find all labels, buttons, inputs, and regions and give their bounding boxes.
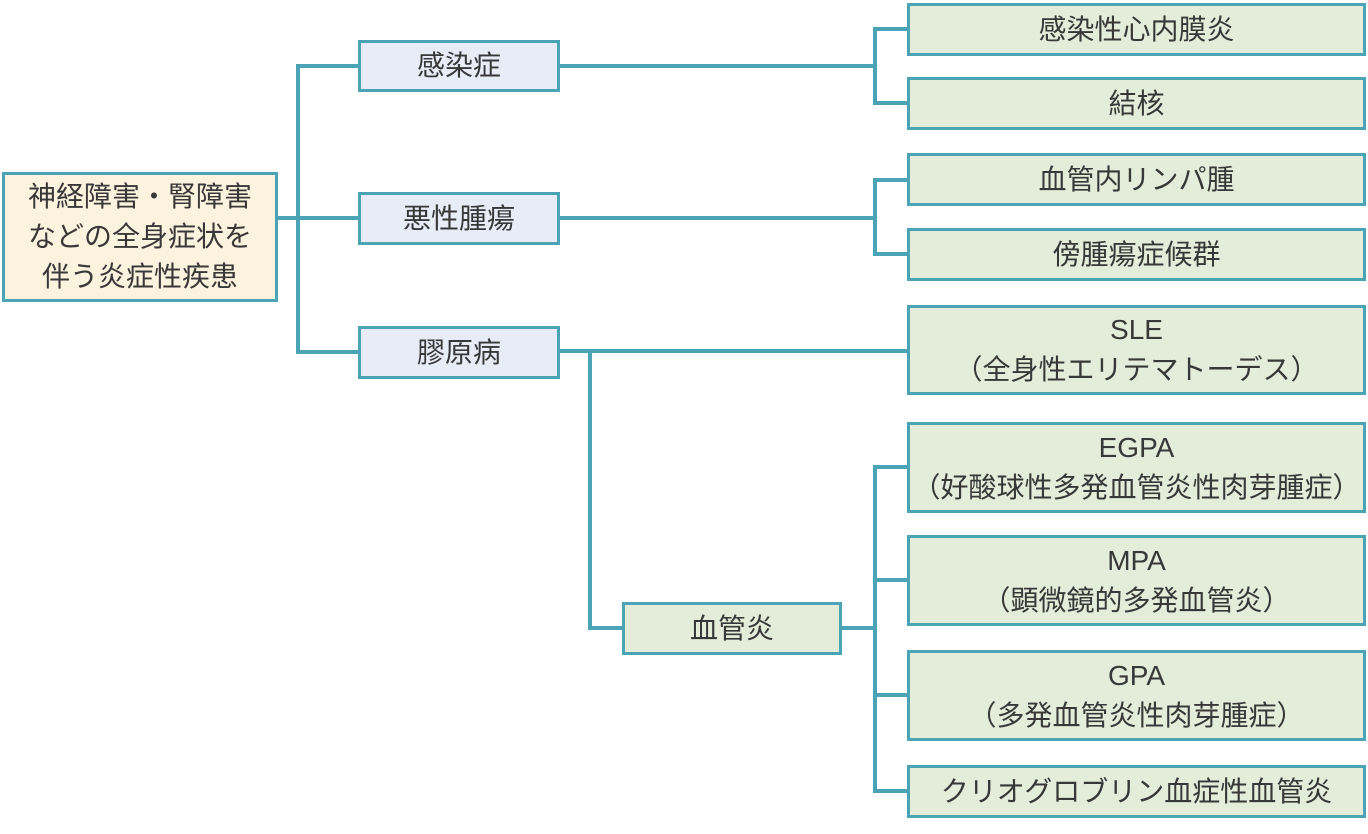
leaf-label: （好酸球性多発血管炎性肉芽腫症） (912, 471, 1361, 503)
leaf-label: SLE (1110, 314, 1163, 345)
leaf-label: （全身性エリテマトーデス） (954, 354, 1319, 385)
leaf-paraneoplastic-syndrome: 傍腫瘍症候群 (907, 228, 1366, 281)
leaf-egpa: EGPA （好酸球性多発血管炎性肉芽腫症） (907, 422, 1366, 513)
leaf-label: 感染性心内膜炎 (1038, 13, 1235, 45)
connector-vasculitis-to-spine (842, 626, 877, 630)
root-node: 神経障害・腎障害 などの全身症状を 伴う炎症性疾患 (2, 172, 278, 302)
connector-collagen-to-sle (560, 349, 907, 353)
connector-trunk-to-collagen (296, 350, 358, 354)
connector-trunk-vertical (296, 64, 300, 354)
connector-collagen-drop-vertical (588, 349, 592, 630)
leaf-sle: SLE （全身性エリテマトーデス） (907, 305, 1366, 395)
leaf-label: 血管内リンパ腫 (1038, 163, 1235, 195)
branch-malignancy: 悪性腫瘍 (358, 192, 560, 245)
leaf-infective-endocarditis: 感染性心内膜炎 (907, 3, 1366, 56)
leaf-tuberculosis: 結核 (907, 77, 1366, 130)
root-node-line: 伴う炎症性疾患 (41, 261, 238, 292)
connector-drop-to-vasculitis (588, 626, 622, 630)
connector-vasculitis-spine-vertical (873, 465, 877, 793)
connector-malignancy-to-spine (560, 216, 877, 220)
connector-stub-tuberculosis (873, 101, 907, 105)
connector-stub-cryoglobulinemic (873, 789, 907, 793)
connector-trunk-to-infection (296, 64, 358, 68)
leaf-intravascular-lymphoma: 血管内リンパ腫 (907, 153, 1366, 206)
leaf-label: MPA (1107, 544, 1166, 576)
leaf-label: 結核 (1108, 87, 1165, 119)
root-node-line: 神経障害・腎障害 (27, 181, 252, 212)
connector-stub-mpa (873, 578, 907, 582)
connector-stub-intravascular-lymphoma (873, 178, 907, 182)
node-label: 血管炎 (689, 612, 774, 644)
connector-infection-spine-vertical (873, 27, 877, 105)
connector-root-to-branches (278, 216, 358, 220)
leaf-label: GPA (1107, 659, 1166, 691)
connector-stub-infective-endocarditis (873, 27, 907, 31)
connector-stub-paraneoplastic (873, 252, 907, 256)
leaf-label: （多発血管炎性肉芽腫症） (968, 699, 1305, 731)
leaf-gpa: GPA （多発血管炎性肉芽腫症） (907, 650, 1366, 741)
connector-infection-to-spine (560, 64, 877, 68)
leaf-label: クリオグロブリン血症性血管炎 (940, 775, 1333, 807)
branch-collagen: 膠原病 (358, 326, 560, 379)
connector-malignancy-spine-vertical (873, 178, 877, 256)
branch-label: 感染症 (416, 50, 501, 81)
leaf-mpa: MPA （顕微鏡的多発血管炎） (907, 535, 1366, 626)
node-vasculitis: 血管炎 (622, 602, 842, 655)
root-node-line: などの全身症状を (27, 221, 252, 252)
branch-label: 膠原病 (416, 336, 501, 368)
connector-stub-gpa (873, 693, 907, 697)
branch-infection: 感染症 (358, 40, 560, 92)
branch-label: 悪性腫瘍 (402, 202, 515, 234)
leaf-label: 傍腫瘍症候群 (1052, 238, 1221, 270)
connector-stub-egpa (873, 465, 907, 469)
leaf-cryoglobulinemic-vasculitis: クリオグロブリン血症性血管炎 (907, 765, 1366, 818)
leaf-label: EGPA (1098, 431, 1175, 463)
leaf-label: （顕微鏡的多発血管炎） (982, 584, 1291, 616)
